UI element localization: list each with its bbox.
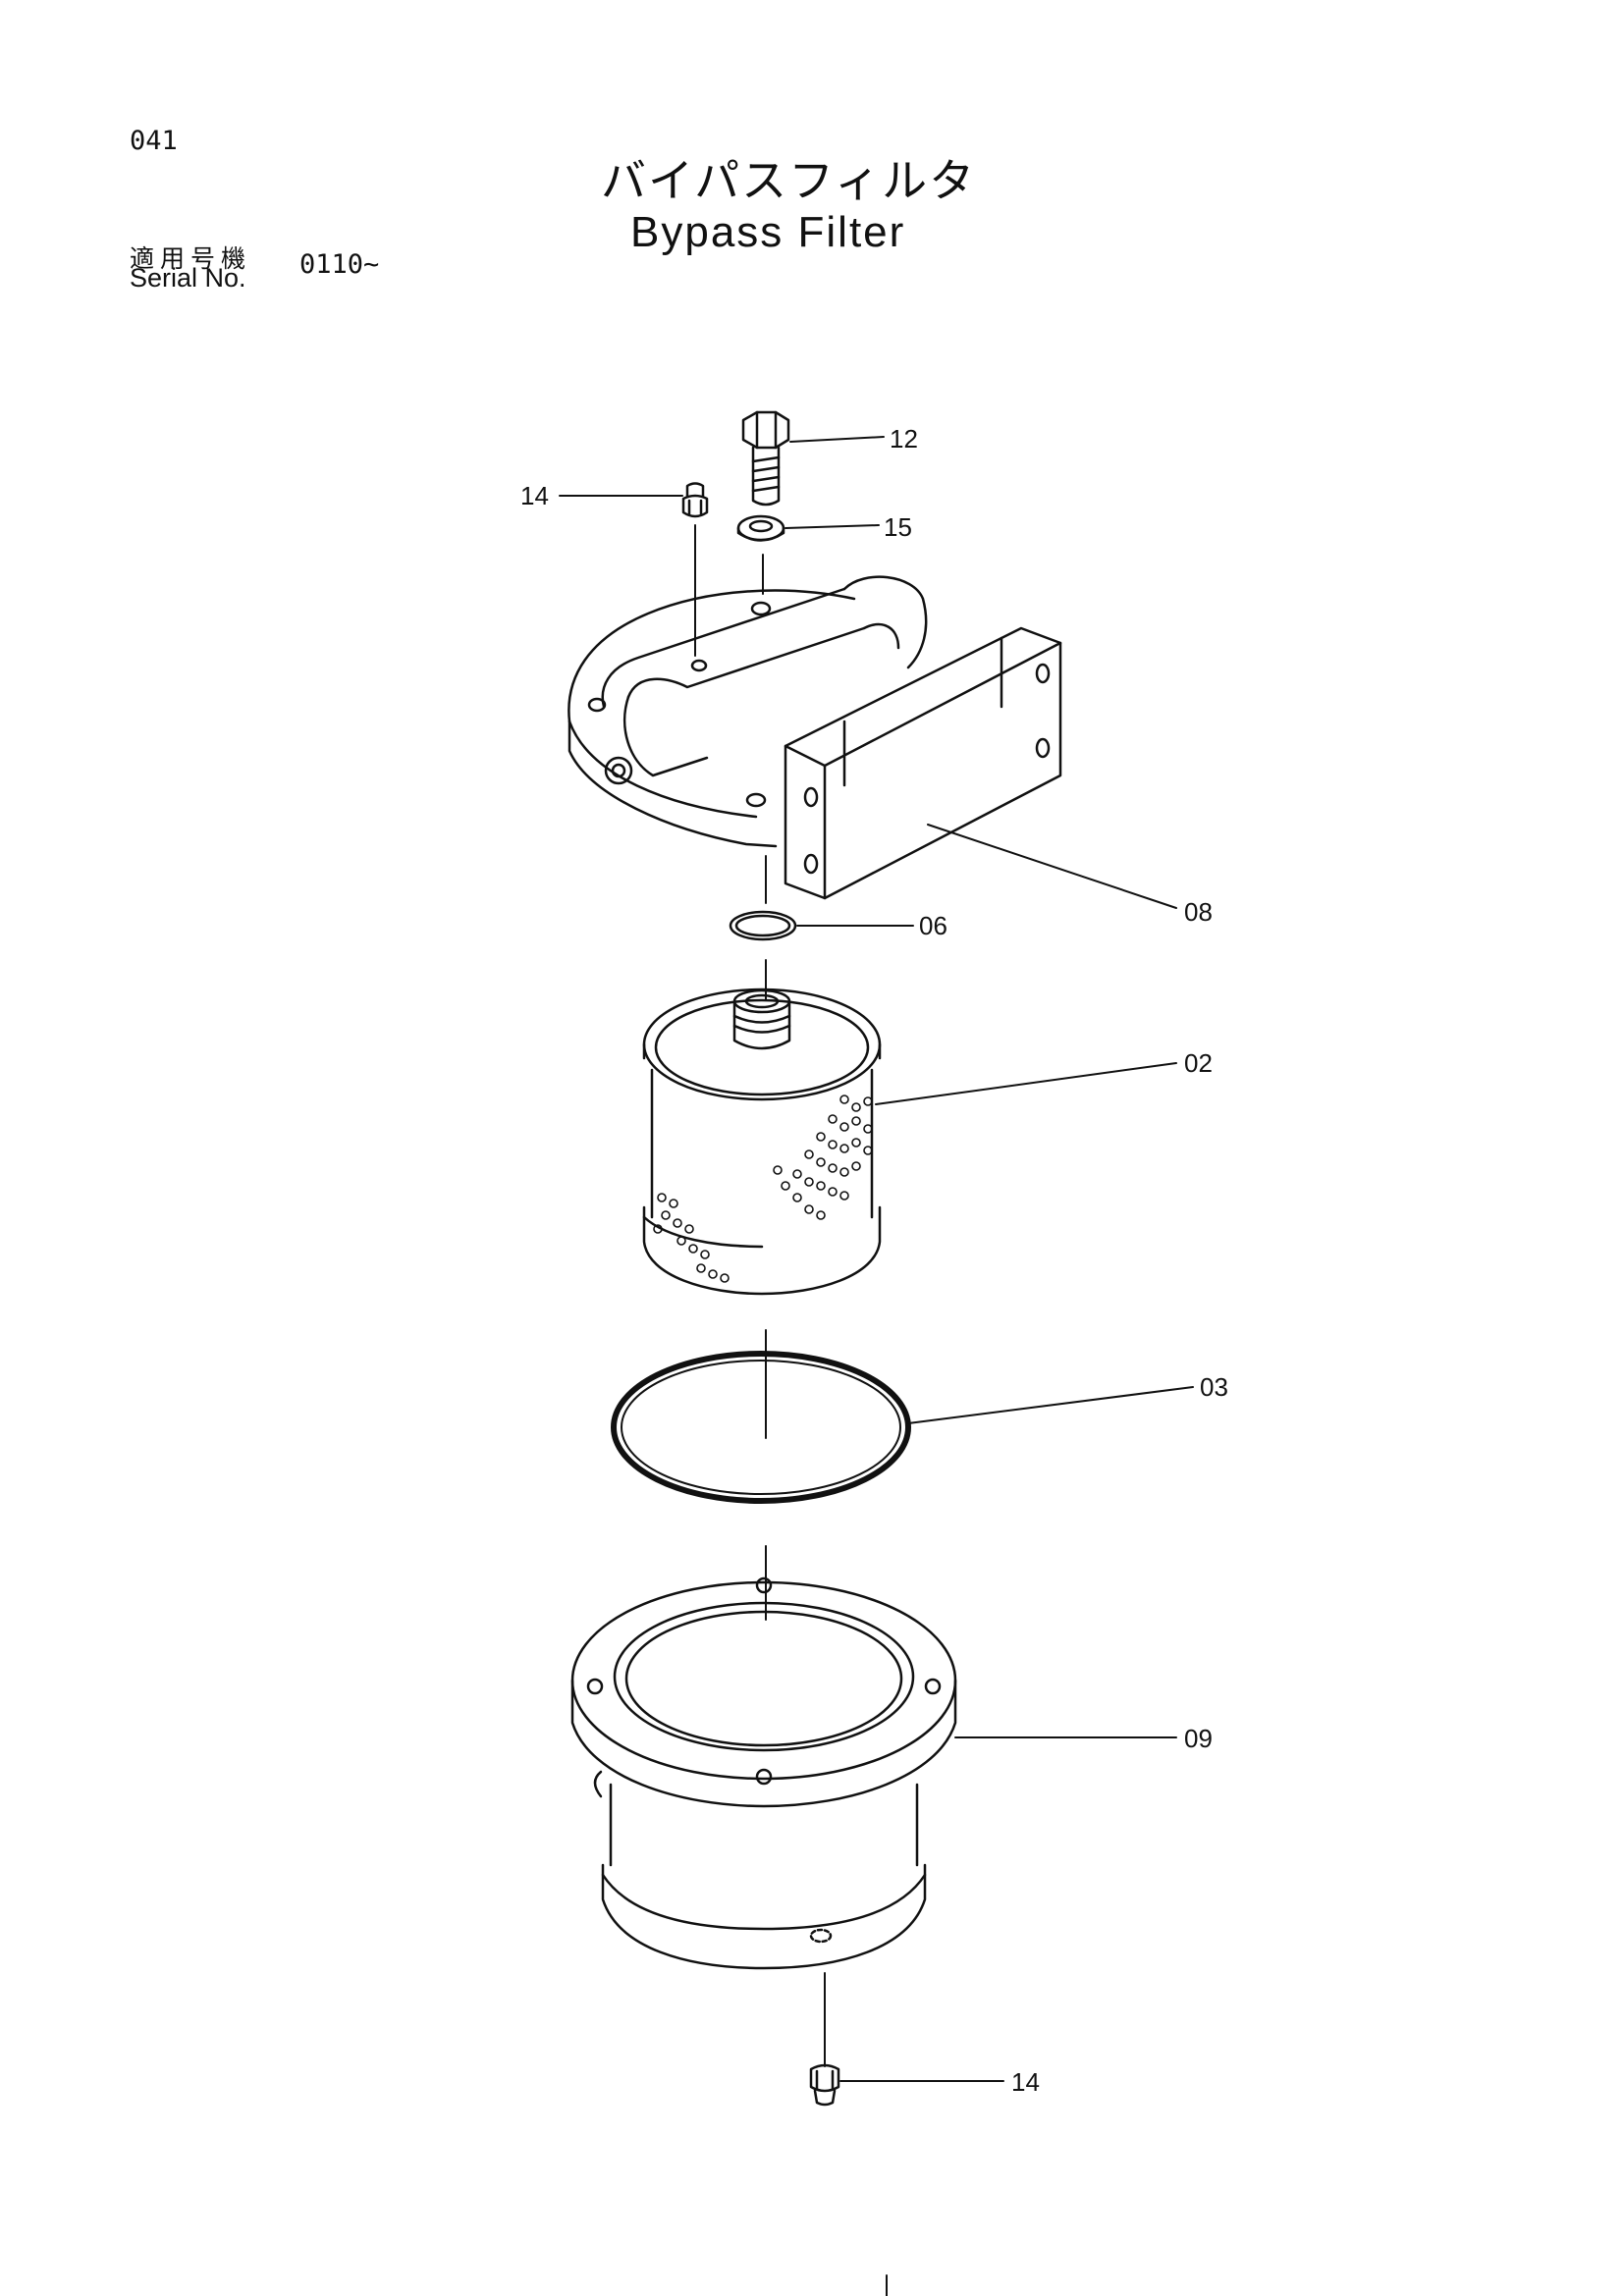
callout-element: 02 <box>1184 1048 1213 1078</box>
perforation-pattern <box>653 1095 873 1283</box>
filter-case-part <box>570 1576 957 1970</box>
title-japanese: バイパスフィルタ <box>601 154 977 207</box>
filter-head-part <box>568 575 1062 900</box>
callout-head: 08 <box>1184 897 1213 927</box>
callout-plug-bottom: 14 <box>1011 2067 1040 2097</box>
bolt-part <box>741 410 790 507</box>
callout-oring-small: 06 <box>919 911 947 940</box>
leader-lines <box>559 436 1194 2082</box>
callout-washer: 15 <box>884 512 912 542</box>
serial-number-value: 0110~ <box>299 249 380 280</box>
serial-label-japanese: 適用号機 <box>130 244 252 273</box>
plug-top-part <box>681 482 709 518</box>
oring-large-part <box>611 1351 911 1504</box>
callout-oring-large: 03 <box>1200 1372 1228 1402</box>
washer-part <box>736 514 785 542</box>
page-number: 041 <box>130 126 178 156</box>
callout-case: 09 <box>1184 1724 1213 1753</box>
callout-labels: 12 14 15 08 06 02 03 09 14 <box>520 424 1228 2097</box>
callout-plug-top: 14 <box>520 481 549 510</box>
callout-bolt: 12 <box>890 424 918 454</box>
filter-element-part <box>642 988 882 1296</box>
title-english: Bypass Filter <box>630 208 906 256</box>
serial-label-english: Serial No. <box>130 263 246 293</box>
plug-bottom-part <box>809 2063 840 2107</box>
oring-small-part <box>729 910 797 941</box>
